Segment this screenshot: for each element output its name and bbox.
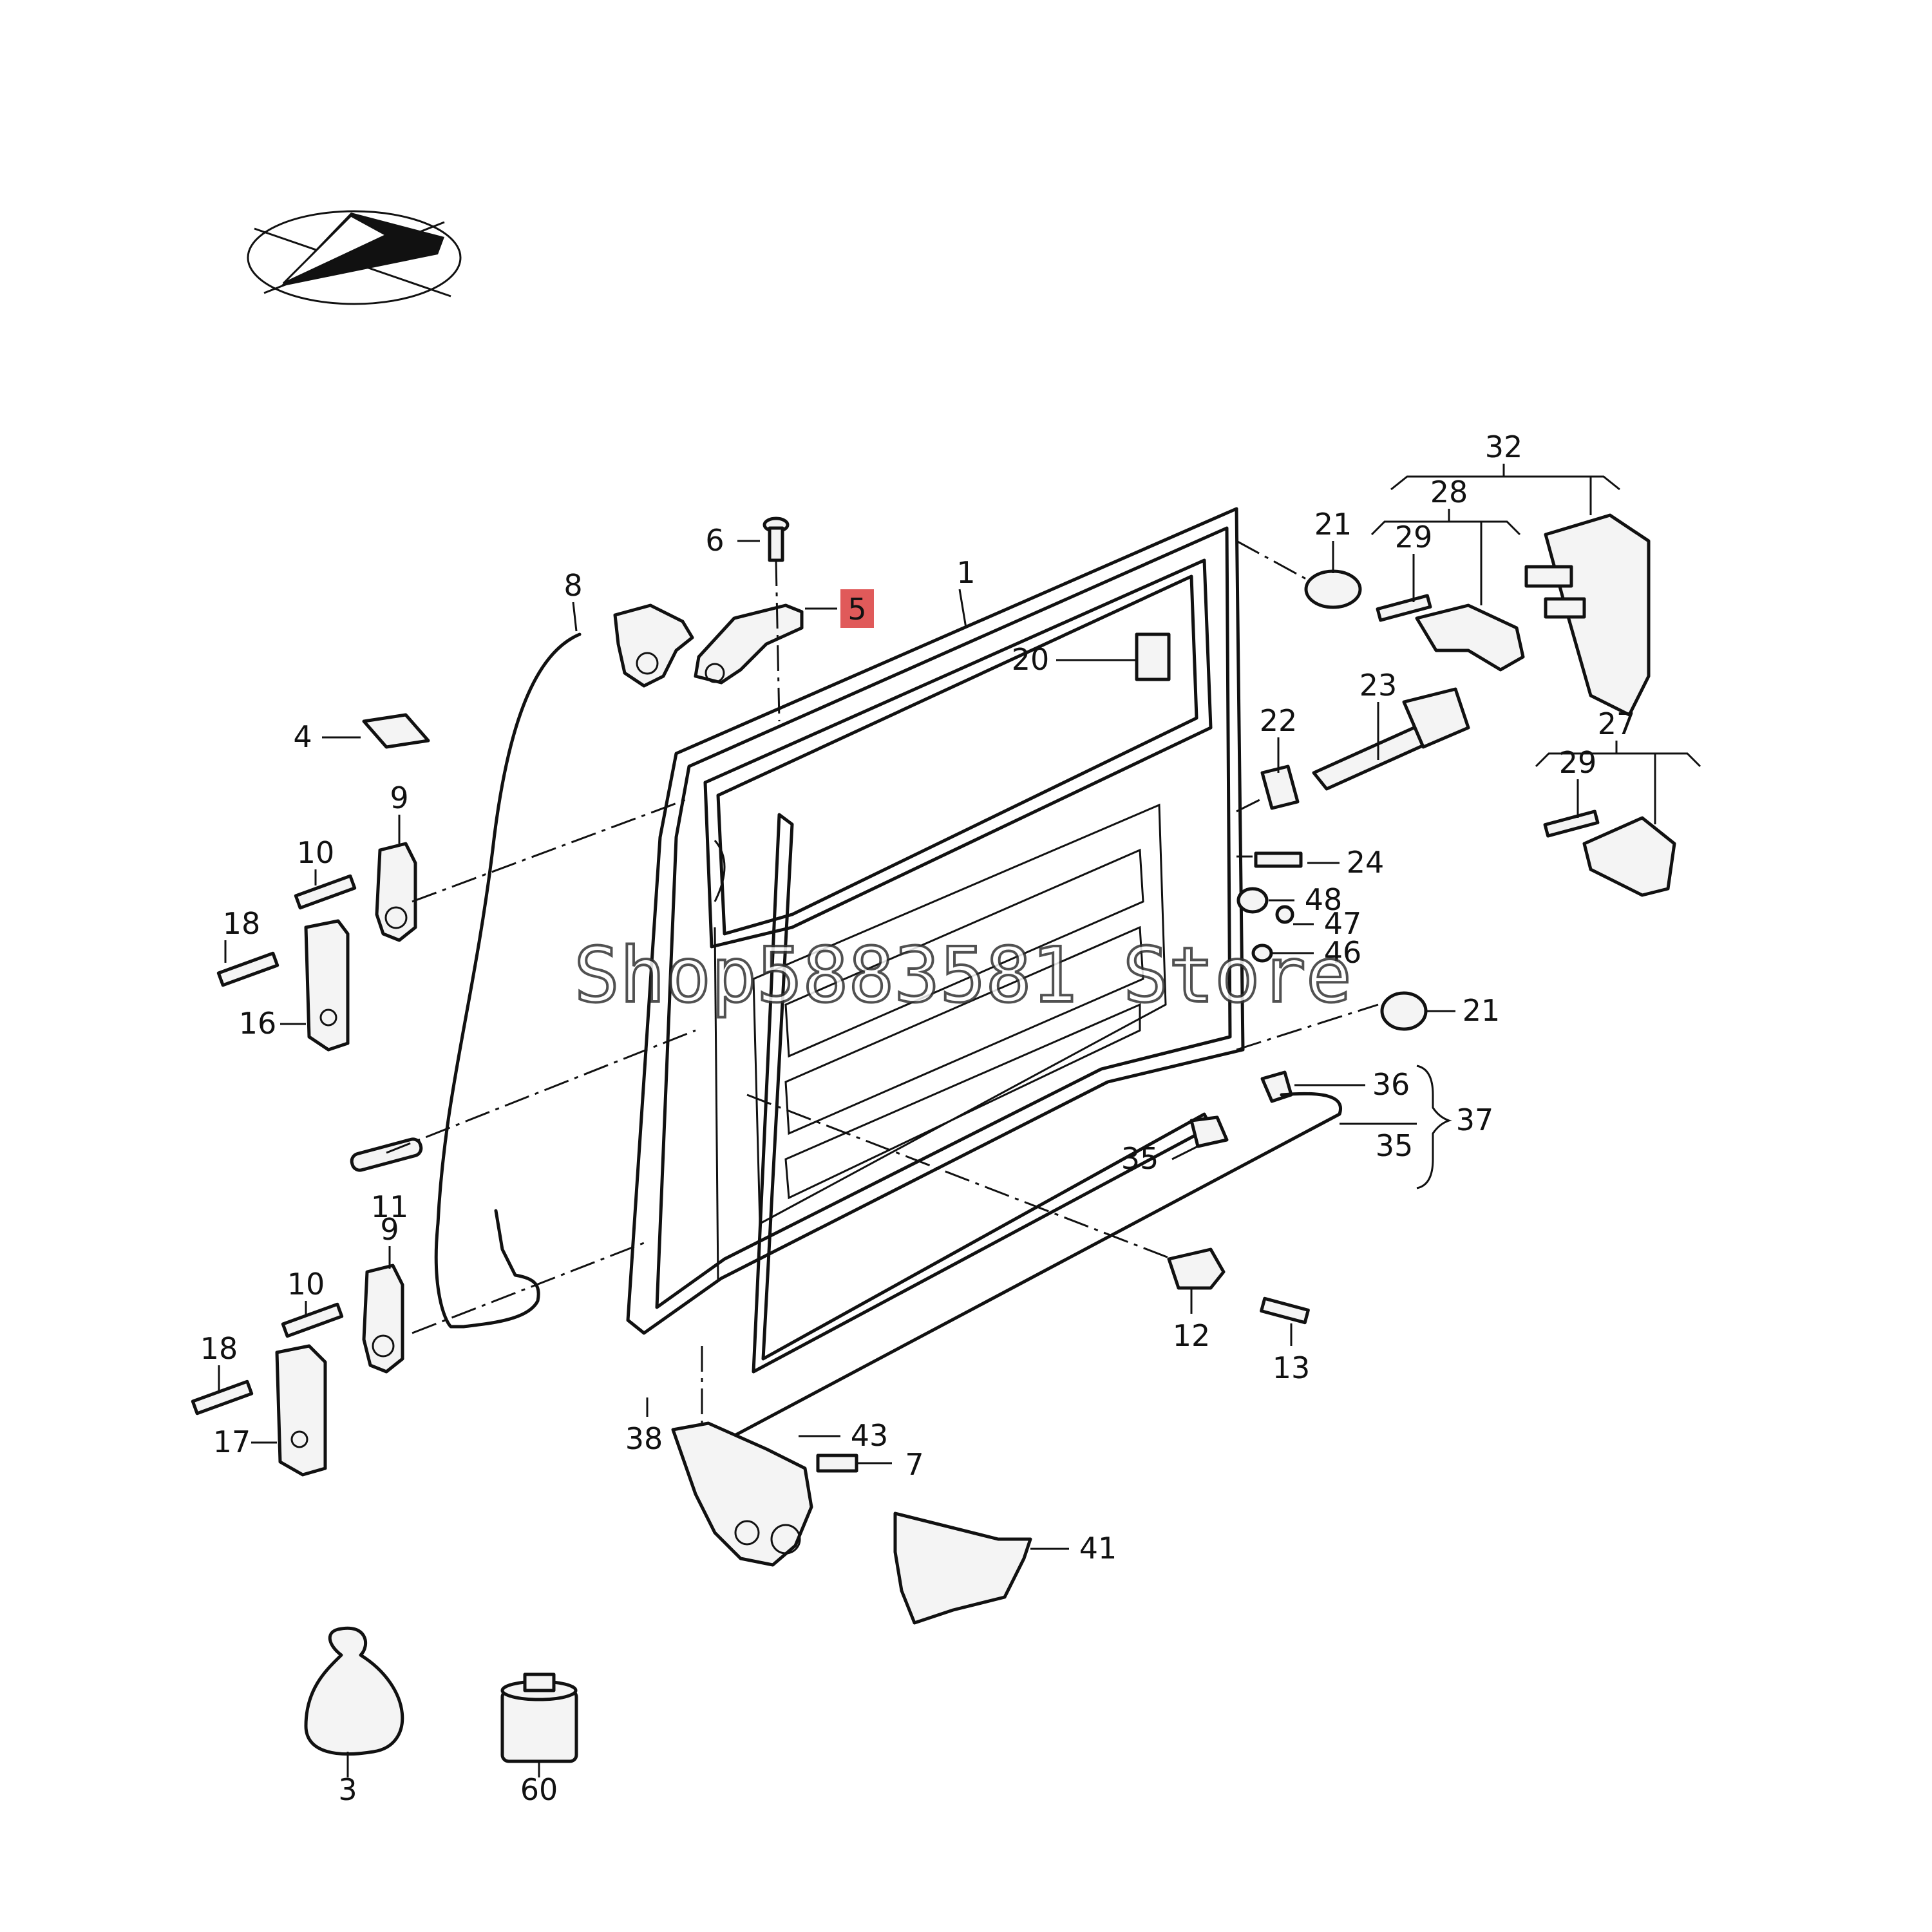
callout-21-lower[interactable]: 21: [1463, 993, 1501, 1028]
small-plate: [362, 713, 430, 749]
callout-38[interactable]: 38: [625, 1421, 663, 1456]
callout-27[interactable]: 27: [1598, 706, 1636, 741]
screw-10-upper: [294, 874, 357, 910]
callout-labels: 1 3 4 5 6 7 8 9 9 10 10 11 12 13 16 17 1…: [200, 430, 1636, 1807]
callout-35-left[interactable]: 35: [1121, 1141, 1159, 1176]
wire-37: [719, 1092, 1342, 1444]
buffer-21-upper: [1304, 569, 1362, 609]
callout-18-lower[interactable]: 18: [200, 1331, 238, 1366]
callout-32[interactable]: 32: [1485, 430, 1523, 464]
store-watermark: Shop5883581 Store: [574, 931, 1352, 1019]
handle-12: [1167, 1247, 1226, 1290]
screw-13: [1260, 1296, 1310, 1325]
lock-28: [1415, 603, 1525, 672]
callout-29-upper[interactable]: 29: [1395, 520, 1433, 554]
guide-22: [1260, 764, 1300, 810]
hinge-plate-upper: [375, 842, 417, 942]
callout-12[interactable]: 12: [1173, 1318, 1211, 1353]
callout-23[interactable]: 23: [1359, 668, 1397, 703]
callout-29-lower[interactable]: 29: [1559, 745, 1597, 780]
clip-36: [1260, 1070, 1293, 1103]
bolt-7: [816, 1454, 858, 1473]
callout-17[interactable]: 17: [213, 1425, 251, 1459]
lever-23: [1312, 687, 1470, 791]
orientation-symbol: [247, 210, 462, 305]
callout-10-lower[interactable]: 10: [287, 1267, 325, 1302]
callout-46[interactable]: 46: [1324, 935, 1362, 970]
callout-22[interactable]: 22: [1260, 703, 1298, 738]
hinge-plate-lower: [362, 1264, 404, 1374]
buffer-21-lower: [1380, 991, 1428, 1031]
callout-43[interactable]: 43: [851, 1418, 889, 1453]
bolt-6: [762, 516, 790, 562]
screw-29-lower: [1543, 810, 1600, 838]
lower-roller-bracket: [671, 1421, 813, 1567]
callout-36[interactable]: 36: [1372, 1067, 1410, 1102]
screw-29-upper: [1376, 594, 1432, 622]
callout-7[interactable]: 7: [905, 1447, 923, 1482]
grommet-48: [1236, 887, 1269, 914]
callout-41[interactable]: 41: [1079, 1531, 1117, 1566]
callout-10-upper[interactable]: 10: [297, 835, 335, 870]
callout-24[interactable]: 24: [1347, 845, 1385, 880]
clip-20: [1135, 632, 1171, 681]
callout-5[interactable]: 5: [848, 592, 866, 627]
sliding-door-shell: [626, 507, 1245, 1335]
callout-20[interactable]: 20: [1012, 642, 1050, 677]
screw-18-upper: [216, 951, 279, 987]
callout-3[interactable]: 3: [338, 1772, 357, 1807]
callout-47[interactable]: 47: [1324, 906, 1362, 941]
callout-37[interactable]: 37: [1456, 1103, 1494, 1137]
callout-13[interactable]: 13: [1273, 1350, 1311, 1385]
callout-21-upper[interactable]: 21: [1314, 507, 1352, 542]
upper-roller-bracket: [613, 603, 694, 688]
actuator-32: [1524, 513, 1651, 717]
grease-container: [500, 1672, 578, 1763]
striker-27: [1582, 816, 1676, 897]
clip-35: [1189, 1115, 1229, 1148]
screw-10-lower: [281, 1302, 344, 1338]
callout-1[interactable]: 1: [956, 555, 975, 590]
callout-5-highlight: [840, 589, 874, 628]
callout-9-lower[interactable]: 9: [380, 1212, 399, 1247]
lock-striker-lower: [275, 1344, 327, 1477]
assembly-lines: [386, 540, 1379, 1423]
door-seal-strip: [752, 813, 1213, 1374]
clip-46: [1251, 943, 1273, 963]
trim-cover: [893, 1511, 1032, 1625]
screw-47: [1275, 905, 1294, 924]
leader-lines: [218, 464, 1701, 1777]
grease-bag: [304, 1626, 404, 1756]
screw-18-lower: [191, 1379, 254, 1416]
guide-bracket: [694, 603, 804, 685]
lock-striker-upper: [304, 919, 350, 1052]
callout-11[interactable]: 11: [371, 1189, 409, 1224]
cover-strip: [350, 1137, 423, 1172]
callout-8[interactable]: 8: [564, 568, 582, 603]
callout-6[interactable]: 6: [705, 523, 724, 558]
door-cable: [434, 632, 582, 1329]
bolt-24: [1254, 851, 1303, 868]
callout-60[interactable]: 60: [520, 1772, 558, 1807]
callout-18-upper[interactable]: 18: [223, 906, 261, 941]
callout-48[interactable]: 48: [1305, 882, 1343, 917]
callout-9-upper[interactable]: 9: [390, 781, 408, 815]
callout-35-right[interactable]: 35: [1376, 1128, 1414, 1163]
callout-16[interactable]: 16: [239, 1006, 277, 1041]
callout-28[interactable]: 28: [1430, 475, 1468, 509]
callout-4[interactable]: 4: [293, 719, 312, 754]
